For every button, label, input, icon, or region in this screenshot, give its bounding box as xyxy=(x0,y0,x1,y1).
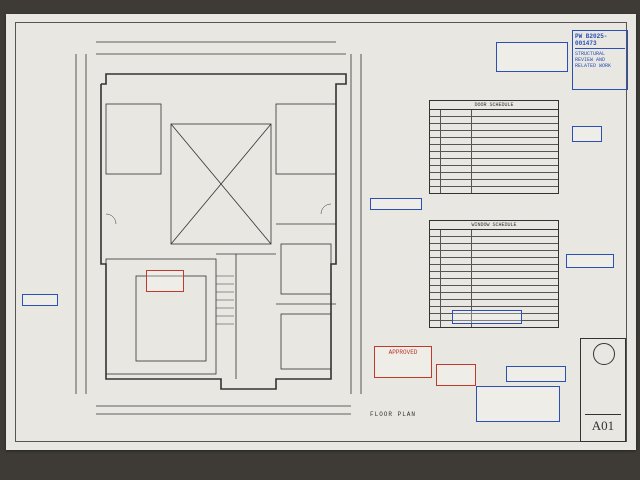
door-schedule: DOOR SCHEDULE xyxy=(429,100,559,194)
window-schedule-title: WINDOW SCHEDULE xyxy=(430,221,558,230)
review-note-stamp xyxy=(572,126,602,142)
window-schedule: WINDOW SCHEDULE xyxy=(429,220,559,328)
permit-stamp: PW B2025-001473 STRUCTURAL REVIEW AND RE… xyxy=(572,30,628,90)
drawing-sheet: DOOR SCHEDULE WINDOW SCHEDULE PW B2025-0… xyxy=(6,14,636,450)
plan-caption: FLOOR PLAN xyxy=(370,411,417,418)
review-note-stamp xyxy=(506,366,566,382)
door-schedule-title: DOOR SCHEDULE xyxy=(430,101,558,110)
approved-stamp: APPROVED xyxy=(374,346,432,378)
approval-stamp xyxy=(436,364,476,386)
engineer-seal-icon xyxy=(593,343,615,365)
title-block: A01 xyxy=(580,338,626,442)
review-note-stamp xyxy=(566,254,614,268)
review-note-stamp xyxy=(452,310,522,324)
review-note-stamp xyxy=(370,198,422,210)
review-note-stamp xyxy=(496,42,568,72)
sheet-border xyxy=(15,22,627,442)
floor-plan-drawing xyxy=(75,41,362,415)
review-note-stamp xyxy=(476,386,560,422)
permit-number: PW B2025-001473 xyxy=(575,33,625,49)
review-note-stamp xyxy=(22,294,58,306)
permit-note: STRUCTURAL REVIEW AND RELATED WORK xyxy=(575,51,612,69)
approved-stamp-label: APPROVED xyxy=(388,349,418,356)
sheet-number: A01 xyxy=(585,414,621,437)
approval-stamp xyxy=(146,270,184,292)
